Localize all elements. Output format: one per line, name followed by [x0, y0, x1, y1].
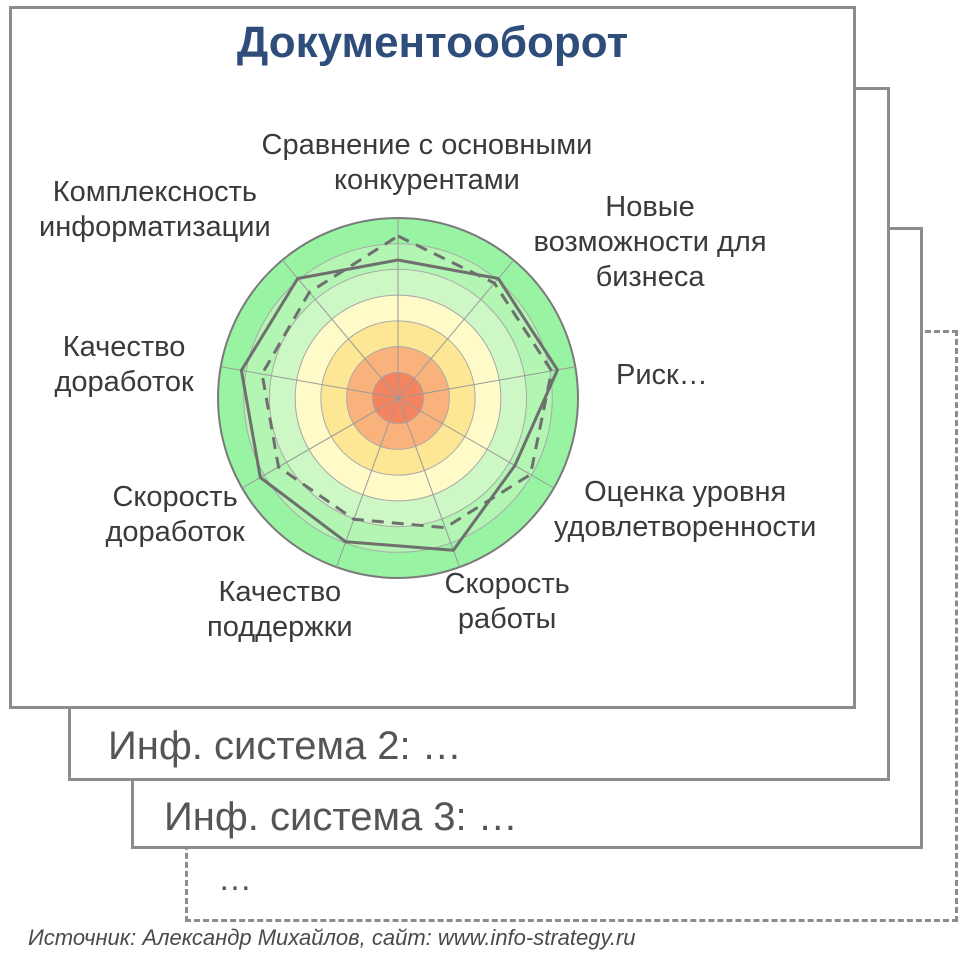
axis-label-line: Новые — [605, 191, 695, 223]
axis-label-line: работы — [457, 603, 557, 635]
axis-label-line: Комплексность — [52, 176, 257, 208]
axis-label-line: Качество — [62, 331, 186, 363]
axis-label-line: Скорость — [112, 481, 238, 513]
radar-spoke-3 — [397, 366, 576, 399]
radar-spoke-6 — [335, 397, 399, 568]
axis-label-line: Риск… — [616, 359, 708, 391]
axis-label-line: информатизации — [39, 211, 271, 243]
source-credit: Источник: Александр Михайлов, сайт: www.… — [28, 925, 636, 950]
axis-label-line: Сравнение с основными — [261, 129, 593, 161]
axis-label-line: удовлетворенности — [554, 511, 817, 543]
axis-label-line: Скорость — [444, 568, 570, 600]
radar-series-solid — [239, 258, 559, 552]
diagram-title: Документооборот — [236, 18, 629, 67]
axis-label-line: бизнеса — [595, 261, 705, 293]
radar-spoke-9 — [281, 259, 399, 399]
axis-label-line: конкурентами — [334, 164, 520, 196]
radar-spoke-7 — [241, 397, 399, 489]
axis-label-line: поддержки — [207, 611, 353, 643]
axis-label-line: возможности для — [533, 226, 767, 258]
radar-spoke-4 — [397, 397, 555, 489]
info-system-4-label: … — [218, 860, 252, 898]
radar-series-dashed — [260, 234, 554, 530]
axis-label-line: Оценка уровня — [584, 476, 787, 508]
info-system-2-label: Инф. система 2: … — [108, 724, 462, 768]
radar-spoke-8 — [220, 366, 399, 399]
axis-label-line: доработок — [105, 516, 245, 548]
axis-label-3: Риск… — [616, 358, 708, 393]
axis-label-line: доработок — [54, 366, 194, 398]
info-system-3-label: Инф. система 3: … — [164, 795, 518, 839]
axis-label-line: Качество — [218, 576, 342, 608]
radar-spoke-5 — [397, 397, 461, 568]
